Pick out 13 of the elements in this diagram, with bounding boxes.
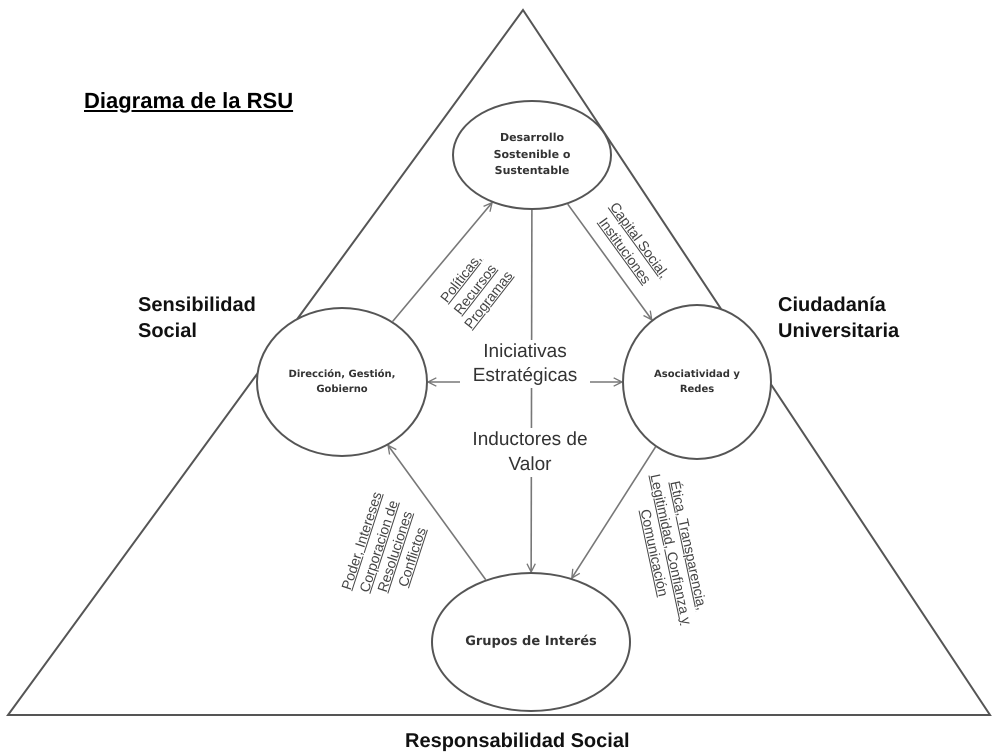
arrow: [571, 446, 656, 579]
text-label: Ciudadanía Universitaria: [778, 293, 900, 344]
node-label: Dirección, Gestión, Gobierno: [288, 368, 396, 397]
arrow: [567, 204, 652, 320]
arrow: [392, 202, 493, 322]
arrow: [387, 444, 486, 580]
title: Diagrama de la RSU: [84, 88, 294, 114]
text-label: Sensibilidad Social: [138, 293, 257, 344]
text-label: Responsabilidad Social: [405, 729, 631, 754]
node-label: Desarrollo Sostenible o Sustentable: [492, 130, 572, 180]
node-label: Grupos de Interés: [465, 633, 597, 652]
edge-label: Iniciativas Estratégicas: [460, 340, 590, 388]
node-label: Asociatividad y Redes: [653, 368, 741, 397]
